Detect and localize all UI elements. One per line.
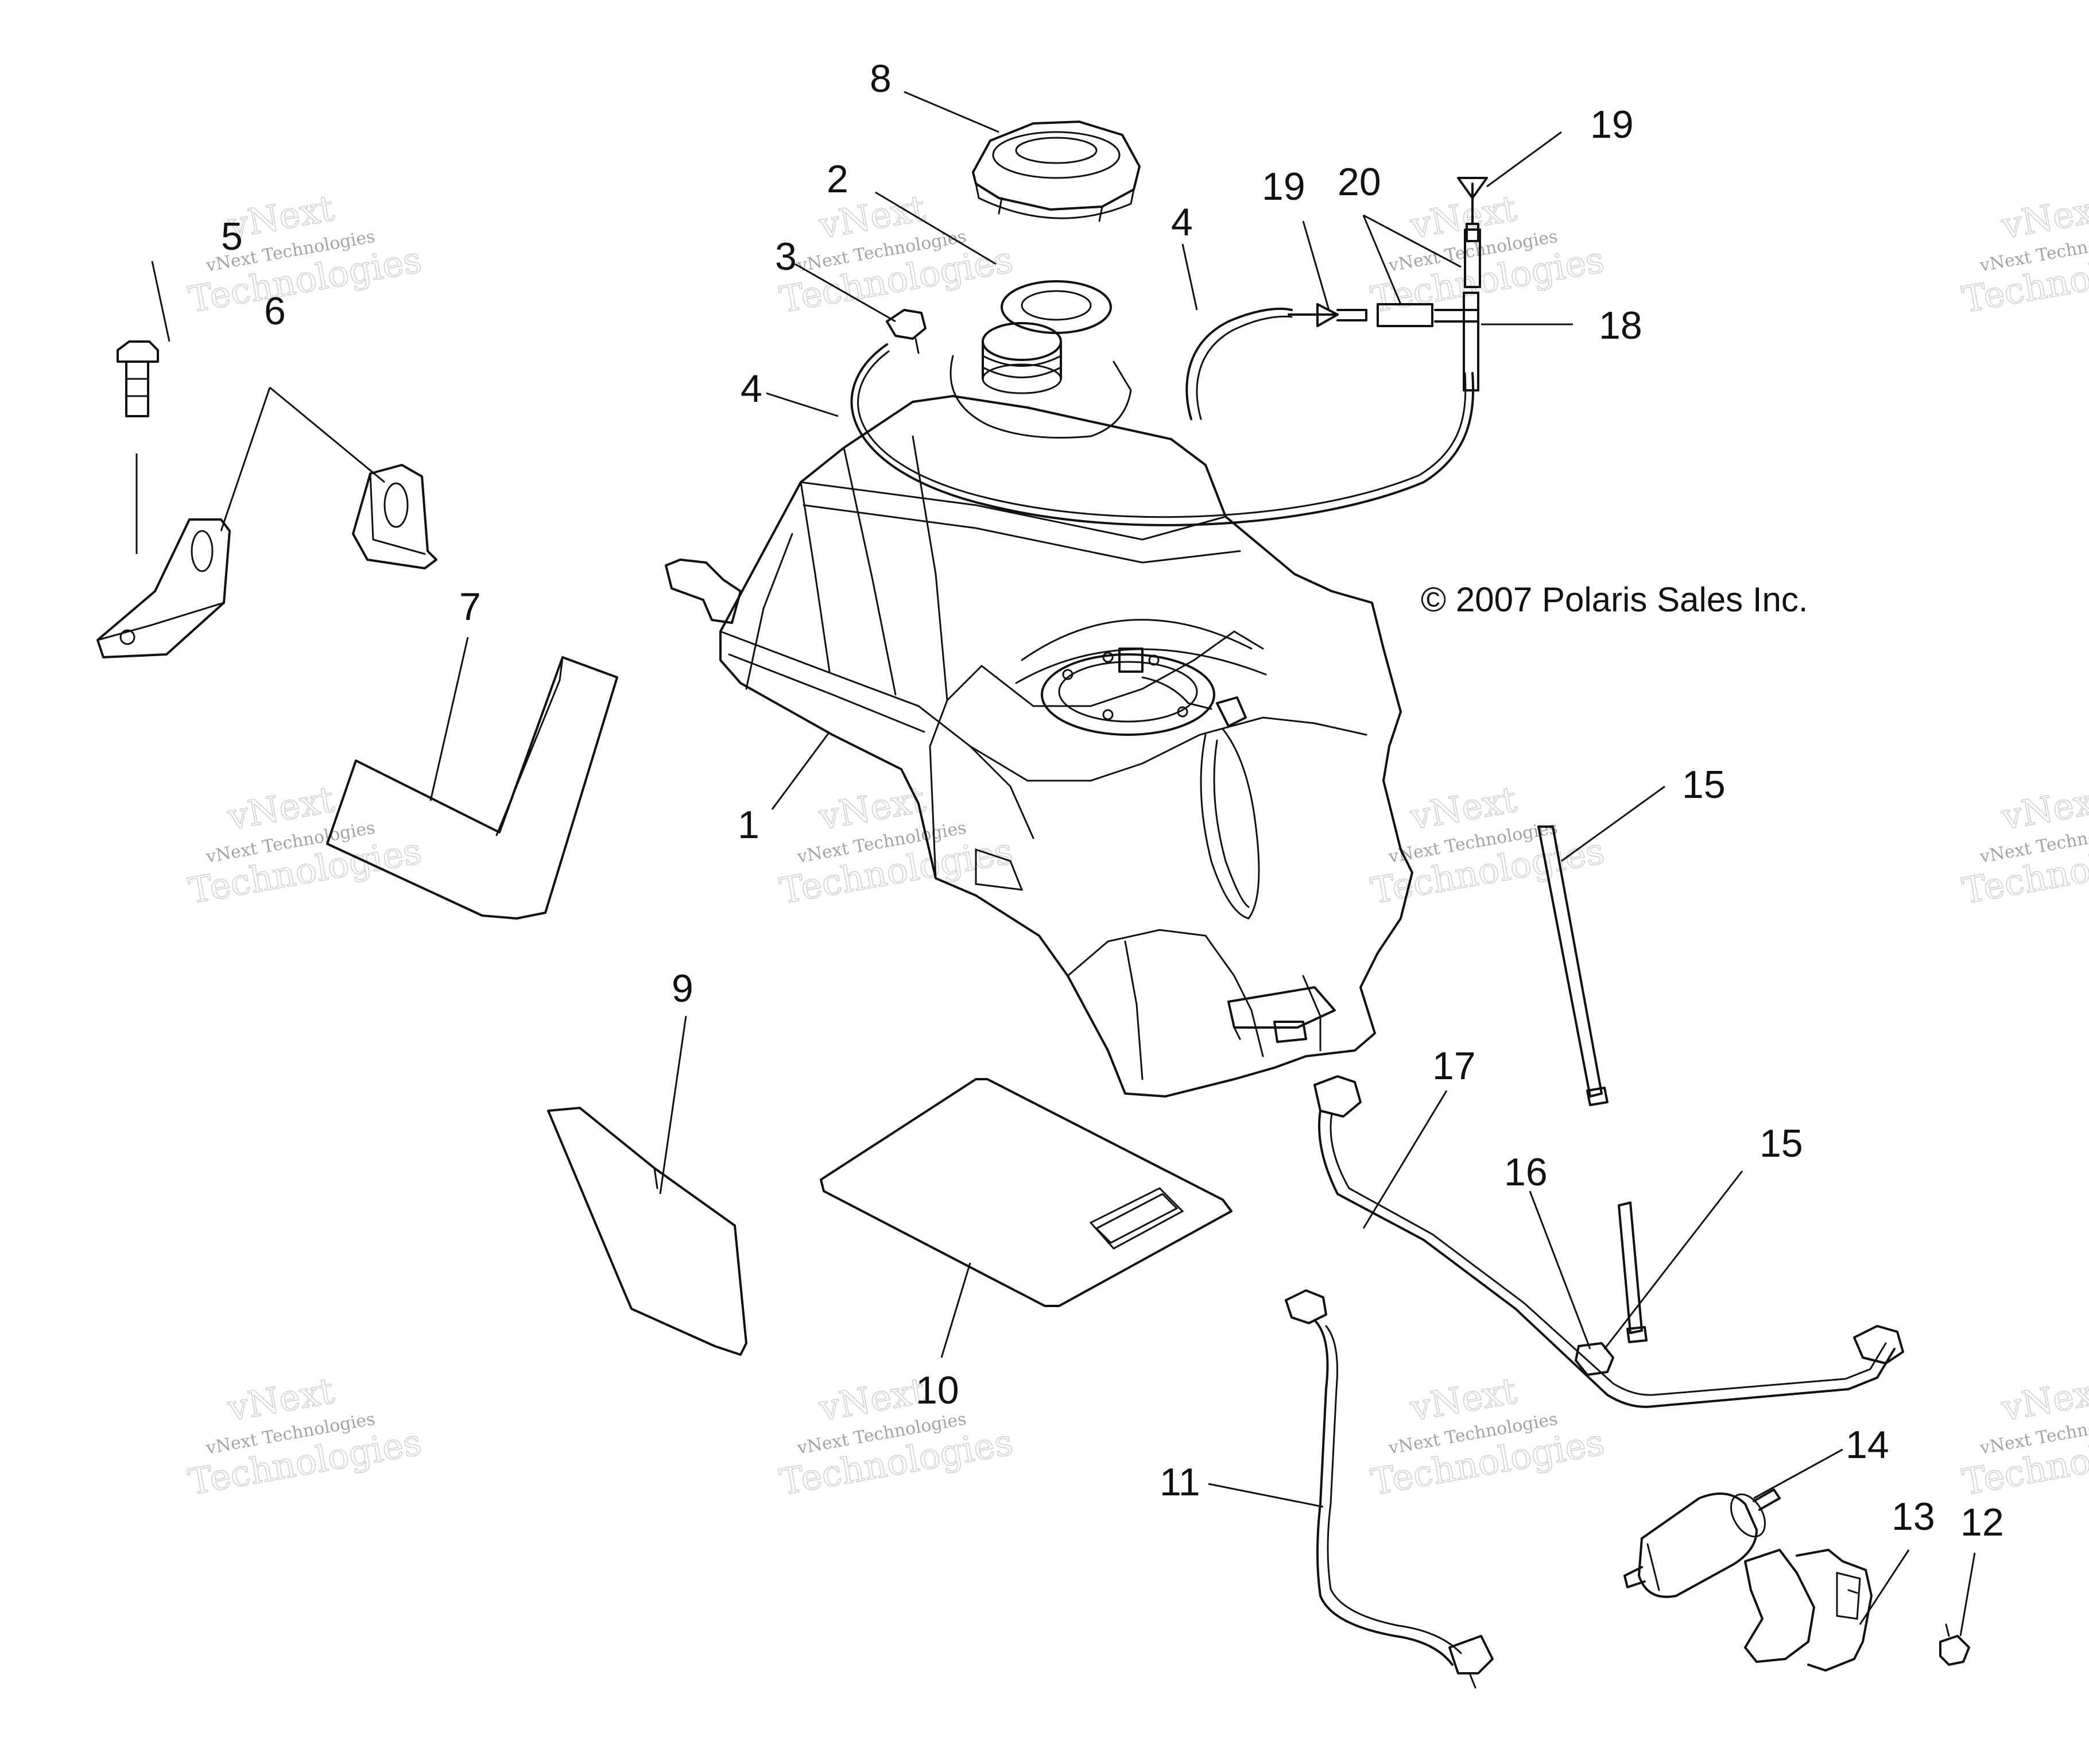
leader-lines	[151, 91, 1976, 1637]
vent-hose-part	[850, 343, 1475, 526]
tee-fitting-part	[1434, 292, 1479, 391]
callout-18: 18	[1599, 304, 1642, 347]
copyright-notice: © 2007 Polaris Sales Inc.	[1421, 580, 1808, 619]
callout-11: 11	[1160, 1460, 1200, 1504]
callout-16: 16	[1504, 1150, 1548, 1194]
watermark-line: vNext	[1998, 187, 2089, 247]
callout-15-bottom: 15	[1759, 1122, 1803, 1165]
callout-2: 2	[827, 157, 848, 201]
cable-tie-part-2	[1618, 1201, 1648, 1343]
callout-10: 10	[916, 1368, 959, 1412]
watermark-line: vNext	[1998, 1370, 2089, 1429]
callout-19-left: 19	[1262, 165, 1305, 208]
foam-pad-part	[326, 656, 618, 920]
callout-20: 20	[1338, 160, 1381, 204]
fuel-line-part	[1313, 1075, 1904, 1408]
callout-4-left: 4	[741, 367, 762, 410]
check-valve-part-2	[1457, 177, 1488, 288]
callout-15-top: 15	[1682, 763, 1726, 807]
vent-hose-part-2	[1185, 307, 1293, 420]
callout-4-right: 4	[1171, 200, 1193, 244]
callout-6: 6	[264, 289, 286, 333]
fuel-line-part-2	[1285, 1289, 1494, 1689]
clamp-nut-part	[1575, 1342, 1614, 1376]
callout-8: 8	[870, 57, 892, 100]
callout-14: 14	[1846, 1423, 1889, 1467]
callout-5: 5	[221, 215, 243, 258]
callout-9: 9	[672, 967, 693, 1010]
callout-19-right: 19	[1590, 103, 1634, 146]
callout-3: 3	[775, 235, 797, 278]
callout-13: 13	[1892, 1495, 1935, 1538]
callout-17: 17	[1432, 1044, 1476, 1088]
vent-fitting-part	[886, 309, 927, 354]
skid-plate-part	[820, 1078, 1233, 1307]
mount-bracket-part	[96, 518, 231, 658]
callout-7: 7	[459, 585, 481, 629]
callout-1: 1	[738, 803, 759, 847]
hose-segment-part	[1377, 303, 1433, 327]
cap-seal-part	[1001, 280, 1112, 334]
filter-bracket-part	[1744, 1549, 1873, 1672]
bolt-part	[117, 340, 159, 554]
push-clip-part	[1939, 1623, 1970, 1666]
fuel-filter-part	[1623, 1488, 1781, 1598]
cable-tie-part	[1537, 825, 1609, 1106]
callout-12: 12	[1960, 1501, 2004, 1544]
fuel-cap-part	[972, 121, 1141, 222]
fuel-tank-part	[665, 322, 1413, 1098]
callout-labels: 8 2 3 4 4 19 20 19 18 5 6 7 1 15 9 10 17…	[221, 57, 2004, 1544]
check-valve-part	[1288, 303, 1367, 327]
mount-bracket-part-2	[352, 464, 437, 569]
heat-shield-part	[547, 1107, 747, 1356]
watermark-line: vNext	[1998, 778, 2089, 838]
